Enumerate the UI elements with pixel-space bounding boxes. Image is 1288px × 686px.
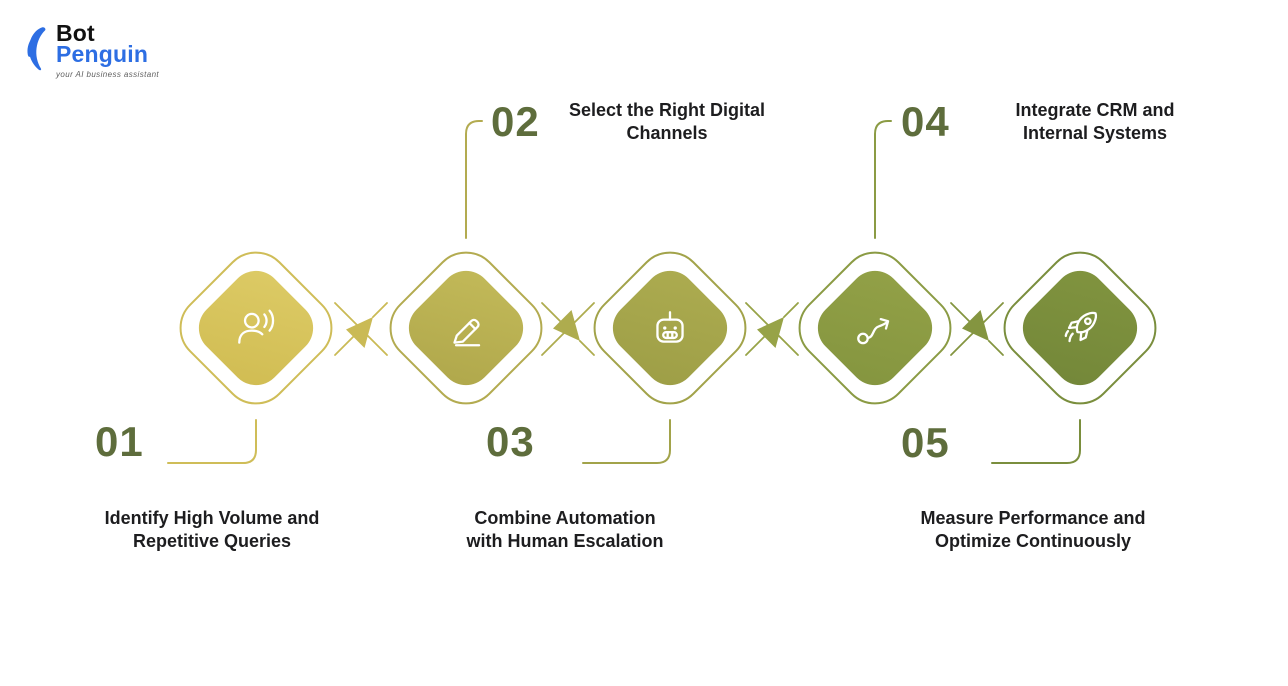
logo-tagline: your AI business assistant: [56, 70, 160, 79]
rocket-icon: [1064, 311, 1098, 343]
connector-line: [874, 120, 892, 239]
logo-text-bot: Bot: [56, 20, 95, 46]
step-number: 02: [491, 98, 540, 145]
step-title: Identify High Volume and Repetitive Quer…: [104, 508, 320, 551]
connector-line: [465, 120, 483, 239]
robot-icon: [656, 311, 684, 343]
step-title: Measure Performance and Optimize Continu…: [920, 508, 1146, 551]
user-voice-icon: [238, 309, 275, 344]
step-title: Combine Automation with Human Escalation: [466, 508, 664, 551]
pencil-icon: [453, 318, 481, 347]
step-number: 03: [486, 418, 535, 465]
flow-arrow-icon: [950, 302, 1004, 356]
flow-arrow-icon: [745, 302, 799, 356]
flow-arrow-icon: [334, 302, 388, 356]
step-number: 05: [901, 419, 950, 466]
step-number: 01: [95, 418, 144, 465]
route-arrow-icon: [857, 317, 890, 345]
step-title: Select the Right Digital Channels: [568, 100, 766, 143]
logo-text: Bot Penguin your AI business assistant: [56, 20, 160, 80]
logo-text-penguin: Penguin: [56, 41, 149, 67]
connector-line: [167, 419, 257, 464]
botpenguin-logo: Bot Penguin your AI business assistant: [20, 22, 180, 86]
connector-line: [991, 419, 1081, 464]
step-number: 04: [901, 98, 950, 145]
flow-arrow-icon: [541, 302, 595, 356]
penguin-icon: [27, 27, 46, 71]
step-title: Integrate CRM and Internal Systems: [1015, 100, 1175, 143]
connector-line: [582, 419, 671, 464]
